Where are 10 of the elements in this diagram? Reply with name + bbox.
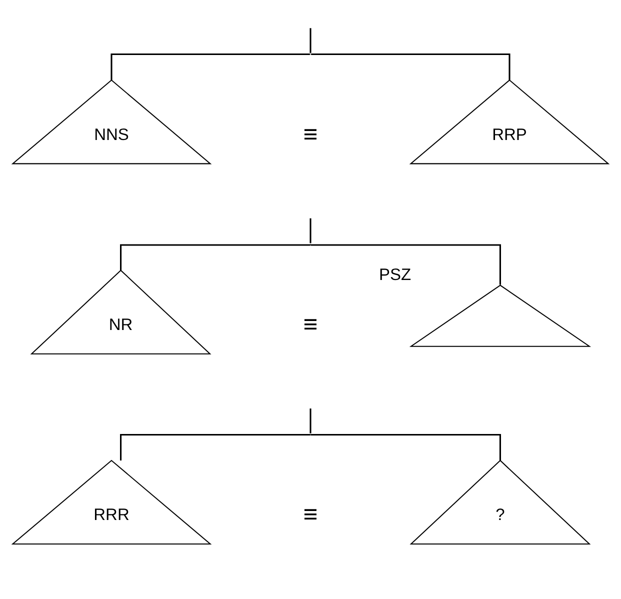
connector	[110, 54, 310, 80]
node-triangle	[409, 284, 592, 347]
connector	[311, 54, 510, 80]
label: ≡	[303, 121, 318, 148]
connector	[310, 218, 312, 244]
connector	[310, 28, 312, 53]
label: ≡	[303, 502, 318, 529]
node-label: PSZ	[379, 266, 412, 284]
label: ≡	[303, 311, 318, 338]
connector	[310, 408, 312, 434]
